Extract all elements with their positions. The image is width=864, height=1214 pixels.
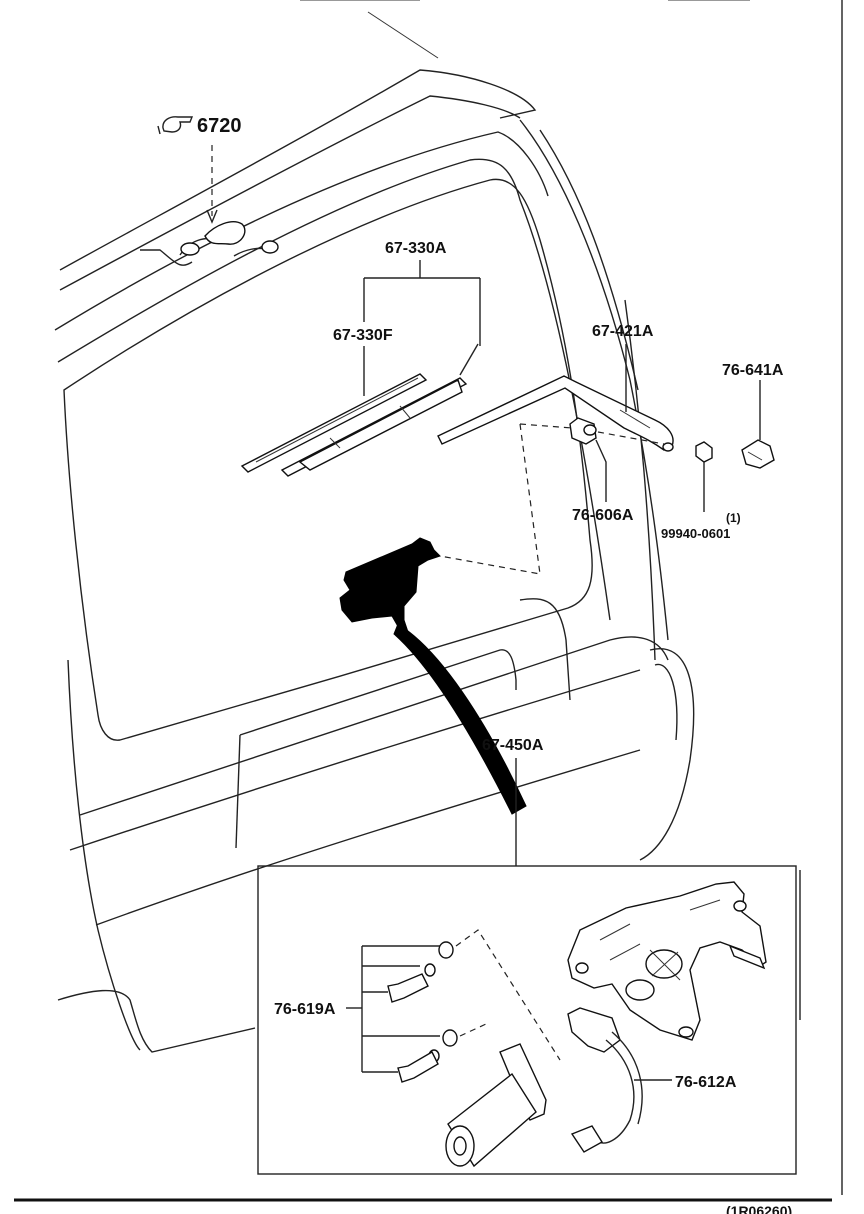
liftgate-body-outline (54, 0, 801, 1053)
blade-assembly-label: 67-330A (385, 240, 447, 257)
wiper-arm-label: 67-421A (592, 323, 654, 340)
cap: 76-641A (722, 362, 784, 469)
wiper-arm (437, 375, 674, 452)
harness-label: 76-612A (675, 1074, 737, 1091)
blade-rubber-label: 67-330F (333, 327, 393, 344)
label-67-330F: 67-330F (333, 327, 393, 396)
assembly-dashed-leaders (439, 423, 665, 575)
pointing-hand-icon (157, 116, 194, 135)
label-67-421A: 67-421A (592, 323, 654, 412)
motor-detail-box (257, 865, 797, 1175)
nut: (1) 99940-0601 (661, 441, 741, 541)
label-67-450A: 67-450A (482, 737, 544, 866)
bolts-label: 76-619A (274, 1001, 336, 1018)
motor-unit (445, 1043, 547, 1168)
wiper-motor-silhouette (339, 537, 527, 815)
pivot-cap: 76-606A (569, 417, 634, 524)
cap-label: 76-641A (722, 362, 784, 379)
ref-6720: 6720 (157, 115, 242, 224)
ref-6720-label: 6720 (197, 115, 242, 137)
pivot-cap-label: 76-606A (572, 507, 634, 524)
nut-qty-label: (1) (726, 511, 741, 525)
wiper-blade (240, 343, 479, 477)
nut-label: 99940-0601 (661, 526, 730, 541)
harness: 76-612A (567, 1007, 737, 1153)
motor-bracket (567, 881, 767, 1041)
label-67-330A: 67-330A (363, 240, 481, 346)
bolts-and-washers: 76-619A (274, 929, 561, 1083)
figure-code: (1R06260) (726, 1203, 792, 1214)
motor-label: 67-450A (482, 737, 544, 754)
